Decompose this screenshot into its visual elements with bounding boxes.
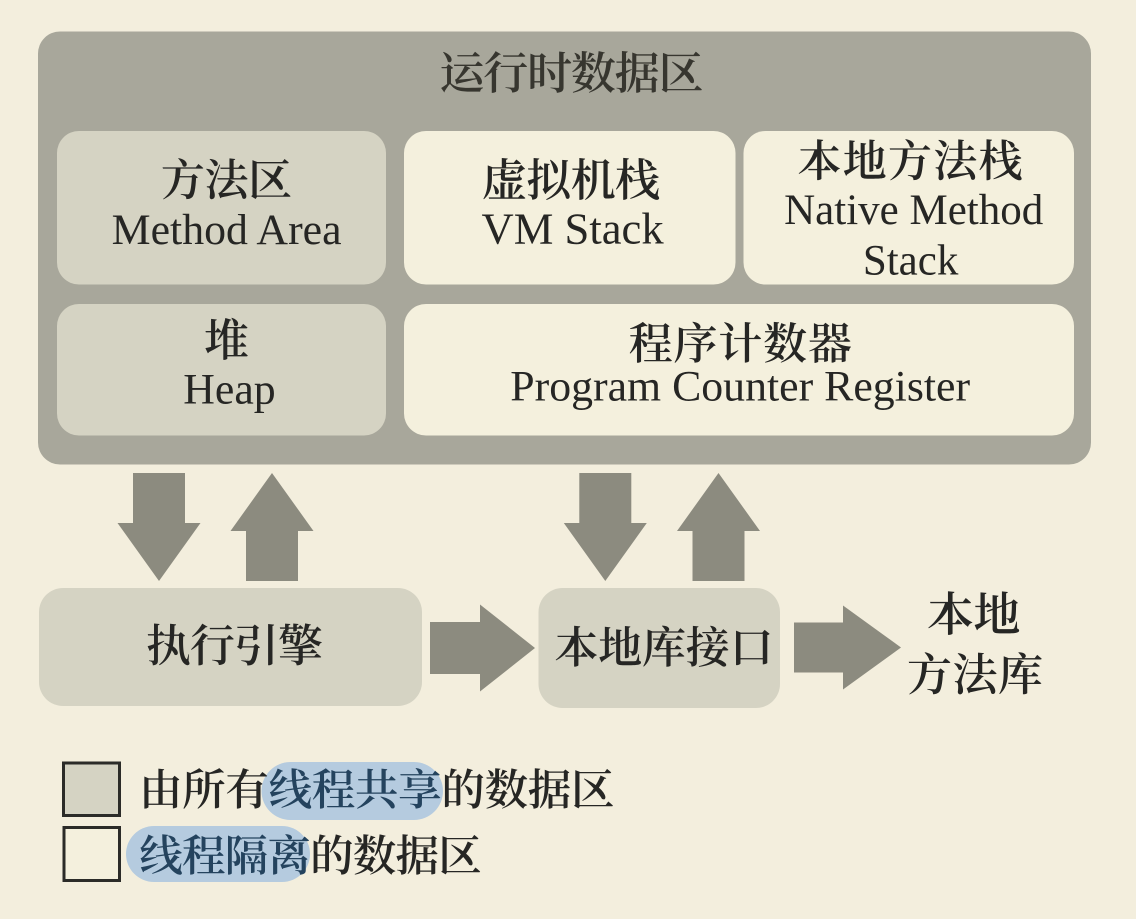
svg-text:VM Stack: VM Stack: [482, 204, 665, 254]
svg-text:Native Method: Native Method: [784, 187, 1043, 234]
svg-text:Program Counter Register: Program Counter Register: [510, 363, 970, 411]
svg-text:Stack: Stack: [863, 237, 959, 284]
svg-text:Heap: Heap: [183, 366, 275, 414]
svg-text:Method Area: Method Area: [112, 206, 342, 254]
